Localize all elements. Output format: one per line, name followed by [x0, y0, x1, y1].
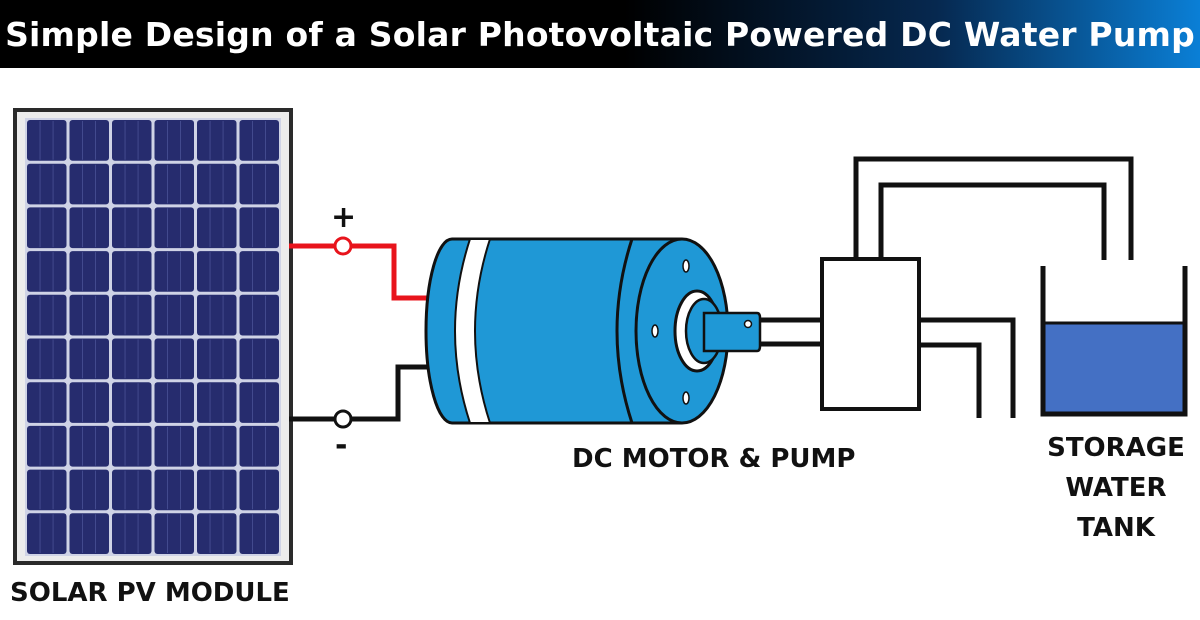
- panel-cell-grid: [27, 120, 279, 554]
- solar-cell: [239, 294, 279, 336]
- solar-cell: [112, 163, 152, 205]
- solar-cell: [154, 120, 194, 161]
- outlet-pipe-inner: [878, 182, 1107, 260]
- inlet-pipe-outer: [919, 317, 1016, 418]
- solar-cell: [154, 251, 194, 292]
- pump-box: [820, 257, 921, 411]
- motor-bolt-hole: [651, 324, 659, 338]
- solar-cell: [27, 513, 67, 554]
- solar-cell: [197, 469, 237, 511]
- negative-wire-to-motor: [349, 364, 430, 422]
- solar-cell: [27, 120, 67, 161]
- tank-water: [1043, 323, 1185, 414]
- solar-cell: [154, 163, 194, 205]
- storage-water-tank-label: STORAGE WATER TANK: [1047, 433, 1185, 543]
- outlet-pipe-outer: [853, 156, 1134, 260]
- solar-cell: [239, 469, 279, 511]
- solar-cell: [197, 163, 237, 205]
- solar-cell: [27, 338, 67, 380]
- motor-rear-ring: [615, 238, 634, 424]
- solar-cell: [112, 469, 152, 511]
- solar-cell: [239, 251, 279, 292]
- solar-cell: [112, 338, 152, 380]
- solar-cell: [154, 469, 194, 511]
- solar-cell: [197, 382, 237, 423]
- page-title: Simple Design of a Solar Photovoltaic Po…: [5, 14, 1195, 54]
- solar-cell: [69, 163, 109, 205]
- solar-cell: [112, 425, 152, 467]
- negative-sign: -: [335, 428, 348, 463]
- solar-cell: [69, 120, 109, 161]
- solar-cell: [197, 251, 237, 292]
- motor-bolt-hole: [682, 391, 690, 405]
- positive-sign: +: [331, 200, 357, 235]
- solar-cell: [112, 120, 152, 161]
- solar-cell: [112, 513, 152, 554]
- solar-cell: [154, 513, 194, 554]
- solar-cell: [239, 513, 279, 554]
- positive-wire-to-motor: [349, 243, 430, 301]
- solar-cell: [239, 207, 279, 249]
- solar-cell: [154, 425, 194, 467]
- solar-cell: [239, 425, 279, 467]
- solar-cell: [69, 425, 109, 467]
- solar-cell: [197, 294, 237, 336]
- solar-cell: [154, 338, 194, 380]
- motor-shaft: [702, 311, 762, 353]
- solar-cell: [69, 207, 109, 249]
- negative-terminal: [333, 409, 353, 429]
- solar-cell: [197, 207, 237, 249]
- solar-cell: [197, 513, 237, 554]
- solar-cell: [239, 382, 279, 423]
- inlet-pipe-inner: [919, 342, 982, 418]
- dc-motor: [424, 237, 762, 425]
- title-bar: Simple Design of a Solar Photovoltaic Po…: [0, 0, 1200, 68]
- solar-cell: [112, 382, 152, 423]
- solar-cell: [69, 294, 109, 336]
- solar-cell: [69, 338, 109, 380]
- solar-cell: [112, 294, 152, 336]
- positive-terminal: [333, 236, 353, 256]
- solar-cell: [27, 382, 67, 423]
- solar-cell: [27, 469, 67, 511]
- solar-pv-module-label: SOLAR PV MODULE: [10, 578, 290, 608]
- solar-cell: [154, 294, 194, 336]
- solar-pv-module: [13, 108, 293, 565]
- solar-cell: [197, 338, 237, 380]
- solar-cell: [112, 207, 152, 249]
- solar-cell: [27, 425, 67, 467]
- solar-cell: [154, 207, 194, 249]
- solar-cell: [239, 120, 279, 161]
- solar-cell: [27, 207, 67, 249]
- solar-cell: [27, 251, 67, 292]
- solar-cell: [154, 382, 194, 423]
- solar-cell: [197, 120, 237, 161]
- panel-backsheet: [25, 118, 281, 556]
- solar-cell: [27, 294, 67, 336]
- motor-bolt-hole: [682, 259, 690, 273]
- solar-cell: [239, 163, 279, 205]
- solar-cell: [69, 513, 109, 554]
- solar-cell: [197, 425, 237, 467]
- tank-walls: [1040, 266, 1188, 417]
- solar-cell: [69, 251, 109, 292]
- dc-motor-pump-label: DC MOTOR & PUMP: [572, 444, 856, 474]
- motor-shaft-pin: [743, 319, 753, 329]
- solar-cell: [239, 338, 279, 380]
- solar-cell: [112, 251, 152, 292]
- solar-cell: [27, 163, 67, 205]
- solar-cell: [69, 382, 109, 423]
- motor-white-band: [454, 238, 492, 424]
- solar-cell: [69, 469, 109, 511]
